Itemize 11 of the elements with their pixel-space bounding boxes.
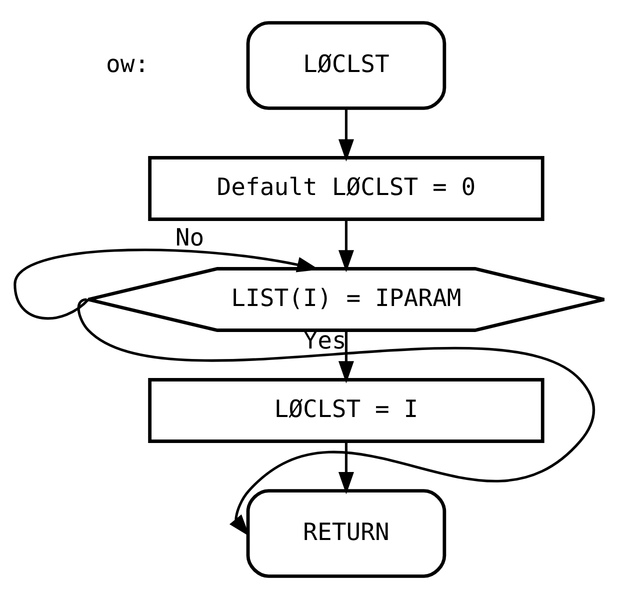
node-box: Default LØCLST = 0	[148, 156, 544, 221]
arrow	[338, 330, 354, 384]
arrow	[338, 108, 354, 162]
node-box: LØCLST	[246, 21, 446, 110]
arrow	[78, 298, 595, 536]
arrow	[338, 220, 354, 272]
arrow	[338, 442, 354, 494]
node-box: RETURN	[246, 489, 446, 578]
edge-label: No	[175, 224, 204, 252]
label: ow:	[106, 50, 150, 78]
node-box: LØCLST = I	[148, 378, 544, 443]
